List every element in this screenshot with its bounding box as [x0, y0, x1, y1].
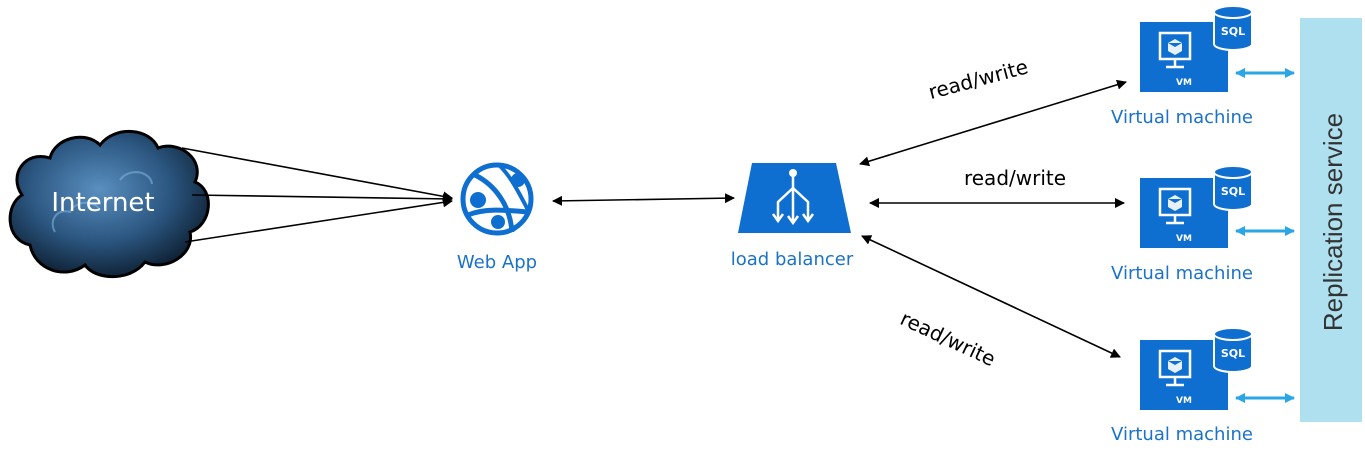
- connection-label-top: read/write: [926, 54, 1031, 104]
- cloud-icon: [8, 130, 210, 279]
- svg-text:VM: VM: [1176, 234, 1192, 244]
- internet-connections: [181, 147, 453, 243]
- web-app-label: Web App: [457, 252, 537, 273]
- connection-label-bottom: read/write: [897, 306, 1000, 371]
- virtual-machine-3: VM SQL Virtual machine: [1111, 327, 1295, 445]
- web-app-icon: [460, 162, 534, 236]
- sql-database-icon: SQL: [1213, 327, 1253, 373]
- internet-label: Internet: [51, 188, 154, 218]
- svg-text:VM: VM: [1176, 78, 1192, 88]
- vm-label: Virtual machine: [1111, 263, 1253, 284]
- svg-text:SQL: SQL: [1221, 185, 1245, 198]
- vm-label: Virtual machine: [1111, 107, 1253, 128]
- load-balancer-label: load balancer: [731, 249, 854, 270]
- internet-cloud: Internet: [8, 130, 210, 279]
- sql-database-icon: SQL: [1213, 5, 1253, 51]
- vm-connections: [859, 79, 1127, 358]
- virtual-machine-1: VM SQL Virtual machine: [1111, 5, 1295, 128]
- load-balancer-icon: [738, 163, 851, 233]
- svg-text:SQL: SQL: [1221, 25, 1245, 38]
- connection-label-middle: read/write: [964, 166, 1066, 190]
- load-balancer: load balancer: [731, 163, 854, 270]
- web-app: Web App: [457, 162, 537, 273]
- vm-label: Virtual machine: [1111, 424, 1253, 445]
- svg-text:SQL: SQL: [1221, 347, 1245, 360]
- replication-service-label: Replication service: [1318, 113, 1348, 331]
- sql-database-icon: SQL: [1213, 165, 1253, 211]
- virtual-machine-2: VM SQL Virtual machine: [1111, 165, 1295, 284]
- webapp-lb-connection: [552, 193, 735, 206]
- replication-service: Replication service: [1300, 18, 1362, 422]
- svg-text:VM: VM: [1176, 396, 1192, 406]
